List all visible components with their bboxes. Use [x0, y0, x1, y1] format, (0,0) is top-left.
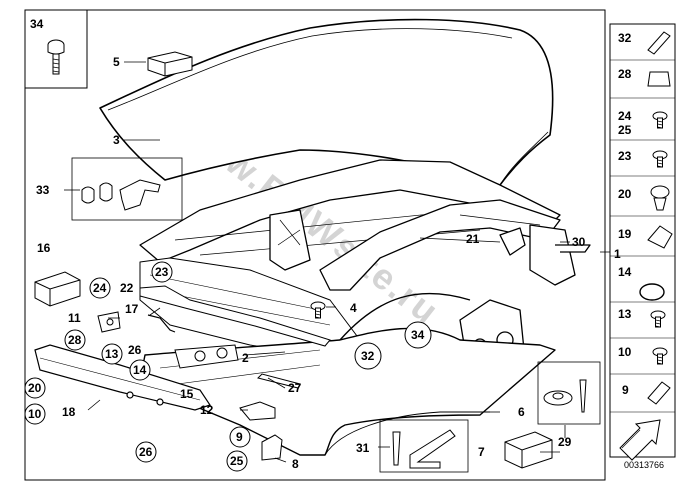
- part-7-box: [504, 431, 553, 469]
- legend-23: 23: [618, 149, 632, 163]
- motor-15: [174, 344, 239, 369]
- bracket-12: [239, 401, 276, 421]
- direction-arrow-icon: [619, 419, 661, 461]
- callout-1: 1: [614, 247, 621, 261]
- legend-20: 20: [618, 187, 632, 201]
- callout-25: 25: [230, 454, 244, 468]
- callout-6: 6: [518, 405, 525, 419]
- callout-10: 10: [28, 407, 42, 421]
- callout-2: 2: [242, 351, 249, 365]
- rod-27: [257, 373, 301, 389]
- callout-26a: 26: [139, 445, 153, 459]
- callout-17: 17: [125, 302, 139, 316]
- bracket-11: [97, 311, 121, 333]
- part-16-box: [34, 271, 81, 307]
- legend-9: 9: [622, 383, 629, 397]
- callout-30: 30: [572, 235, 586, 249]
- hardtop-shell: [99, 18, 554, 186]
- callout-34b: 34: [411, 328, 425, 342]
- callout-26b: 26: [128, 343, 142, 357]
- callout-22: 22: [120, 281, 134, 295]
- legend-19: 19: [618, 227, 632, 241]
- callout-11: 11: [68, 311, 81, 325]
- callout-14: 14: [133, 363, 147, 377]
- bolt-34: [47, 39, 65, 75]
- box-31: [379, 419, 469, 473]
- rod-17: [147, 314, 176, 333]
- parts-31: [392, 429, 456, 469]
- legend: 32 28 24 25 23 20 19 14 13 10 9: [610, 31, 675, 461]
- rear-trim-panel: [139, 292, 556, 456]
- bracket-8: [261, 434, 283, 461]
- inset-box-34: [24, 9, 88, 89]
- callout-20: 20: [28, 381, 42, 395]
- legend-13: 13: [618, 307, 632, 321]
- callout-3: 3: [113, 133, 120, 147]
- leader-lines: [64, 61, 570, 463]
- box-33: [71, 157, 183, 221]
- legend-14: 14: [618, 265, 632, 279]
- callout-7: 7: [478, 445, 485, 459]
- callout-9: 9: [236, 430, 243, 444]
- callout-12: 12: [200, 403, 214, 417]
- callouts: 1 2 3 4 5 6 7 8 9 10 11 12 13 14 15 16 1…: [24, 17, 621, 472]
- callout-13: 13: [105, 347, 119, 361]
- clips-33: [81, 179, 161, 211]
- callout-24: 24: [93, 281, 107, 295]
- callout-21: 21: [466, 232, 480, 246]
- callout-23: 23: [155, 265, 169, 279]
- legend-32: 32: [618, 31, 632, 45]
- parts-29: [543, 379, 587, 413]
- callout-33: 33: [36, 183, 50, 197]
- legend-25: 25: [618, 123, 632, 137]
- callout-16: 16: [37, 241, 51, 255]
- legend-28: 28: [618, 67, 632, 81]
- callout-15: 15: [180, 387, 194, 401]
- callout-18: 18: [62, 405, 76, 419]
- legend-frame: [609, 23, 676, 458]
- diagram-code: 00313766: [624, 460, 664, 470]
- callout-8: 8: [292, 457, 299, 471]
- part-5-box: [147, 51, 193, 77]
- box-29: [537, 361, 601, 425]
- legend-10: 10: [618, 345, 632, 359]
- callout-31: 31: [356, 441, 370, 455]
- legend-24: 24: [618, 109, 632, 123]
- callout-29: 29: [558, 435, 572, 449]
- bar-22: [139, 285, 331, 347]
- callout-28: 28: [68, 333, 82, 347]
- callout-34a: 34: [30, 17, 44, 31]
- callout-32: 32: [361, 349, 375, 363]
- main-frame: [24, 9, 606, 481]
- callout-4: 4: [350, 301, 357, 315]
- trim-strip-18: [34, 344, 211, 411]
- callout-5: 5: [113, 55, 120, 69]
- callout-27: 27: [288, 381, 302, 395]
